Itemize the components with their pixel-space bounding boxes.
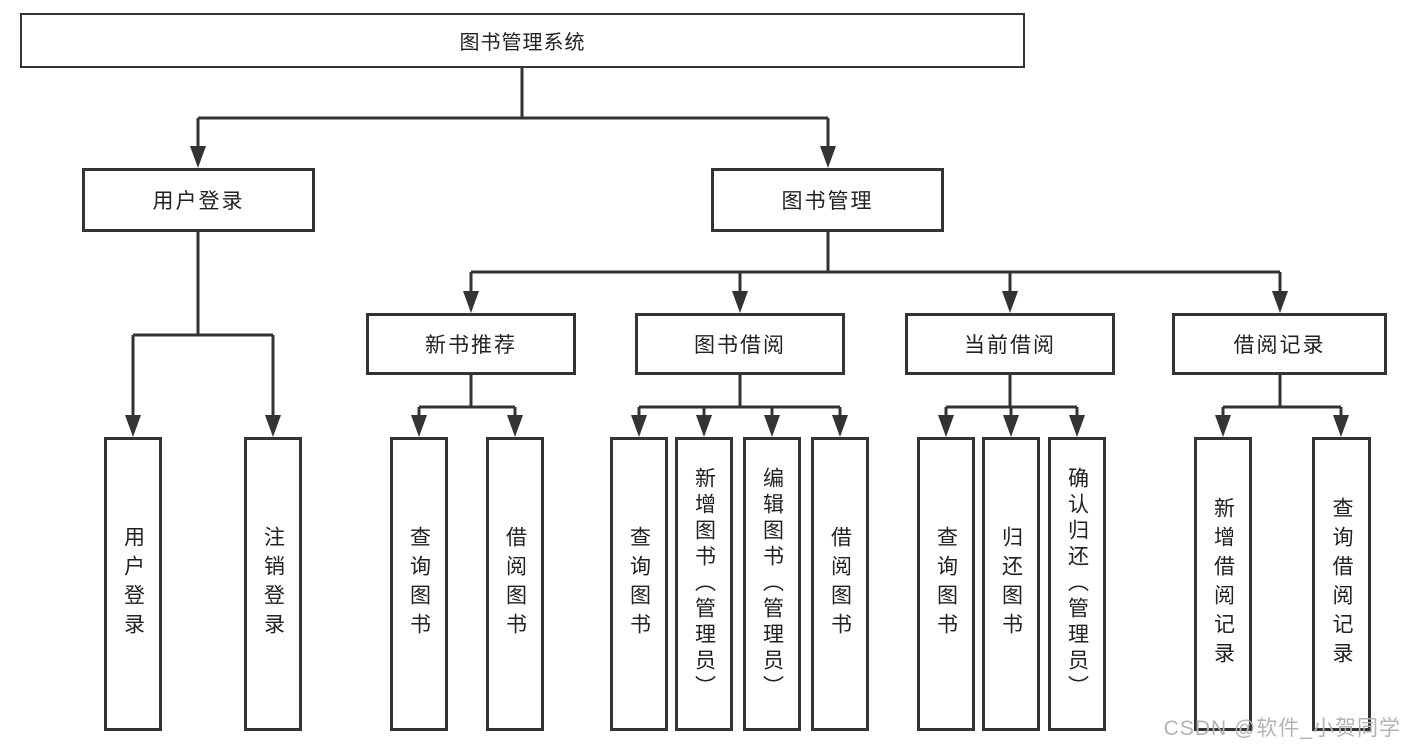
connector-new-book-split — [417, 375, 517, 420]
node-user-login-group-label: 用户登录 — [152, 190, 245, 213]
arrow-down-icon — [125, 415, 141, 437]
connector-current-borrow-split — [944, 375, 1079, 420]
leaf-query-books-current-label: 查询图书 — [934, 526, 958, 642]
node-book-borrow-label: 图书借阅 — [694, 334, 786, 357]
arrow-down-icon — [1003, 415, 1019, 437]
node-user-login-group: 用户登录 — [82, 168, 315, 232]
arrow-down-icon — [1272, 291, 1288, 313]
node-borrow-records: 借阅记录 — [1172, 313, 1387, 375]
leaf-query-books-borrow-label: 查询图书 — [627, 526, 651, 642]
node-new-book-recommend-label: 新书推荐 — [425, 334, 517, 357]
connector-user-login-split — [131, 232, 275, 420]
leaf-add-books-admin: 新增图书（管理员） — [675, 437, 733, 731]
node-root-label: 图书管理系统 — [459, 32, 586, 54]
node-book-management: 图书管理 — [711, 168, 944, 232]
leaf-borrow-books-recommend: 借阅图书 — [486, 437, 544, 731]
node-book-management-label: 图书管理 — [781, 190, 874, 213]
leaf-query-borrow-record-label: 查询借阅记录 — [1330, 497, 1353, 671]
leaf-user-login-label: 用户登录 — [121, 526, 145, 642]
arrow-down-icon — [190, 146, 206, 168]
leaf-user-login: 用户登录 — [104, 437, 162, 731]
connector-book-mgmt-split — [469, 232, 1282, 295]
node-new-book-recommend: 新书推荐 — [366, 313, 576, 375]
arrow-down-icon — [696, 415, 712, 437]
leaf-query-books-current: 查询图书 — [917, 437, 975, 731]
node-borrow-records-label: 借阅记录 — [1233, 334, 1326, 357]
node-root: 图书管理系统 — [20, 13, 1025, 68]
arrow-down-icon — [732, 291, 748, 313]
csdn-watermark: CSDN @软件_小贺同学 — [1163, 717, 1401, 740]
leaf-add-books-admin-label: 新增图书（管理员） — [692, 467, 716, 701]
arrow-down-icon — [1333, 415, 1349, 437]
leaf-edit-books-admin-label: 编辑图书（管理员） — [760, 467, 784, 701]
connector-root-split — [196, 68, 830, 150]
leaf-confirm-return-admin-label: 确认归还（管理员） — [1065, 467, 1089, 701]
leaf-query-books-recommend: 查询图书 — [390, 437, 448, 731]
leaf-add-borrow-record: 新增借阅记录 — [1194, 437, 1252, 731]
arrow-down-icon — [1215, 415, 1231, 437]
arrow-down-icon — [938, 415, 954, 437]
leaf-edit-books-admin: 编辑图书（管理员） — [743, 437, 801, 731]
node-current-borrow-label: 当前借阅 — [964, 334, 1056, 357]
leaf-borrow-books-recommend-label: 借阅图书 — [503, 526, 527, 642]
arrow-down-icon — [764, 415, 780, 437]
connector-borrow-records-split — [1221, 375, 1343, 420]
leaf-query-books-recommend-label: 查询图书 — [407, 526, 431, 642]
leaf-return-books: 归还图书 — [982, 437, 1040, 731]
leaf-query-books-borrow: 查询图书 — [610, 437, 668, 731]
leaf-borrow-books-label: 借阅图书 — [828, 526, 852, 642]
leaf-confirm-return-admin: 确认归还（管理员） — [1048, 437, 1106, 731]
arrow-down-icon — [265, 415, 281, 437]
leaf-logout: 注销登录 — [244, 437, 302, 731]
arrow-down-icon — [820, 146, 836, 168]
arrow-down-icon — [631, 415, 647, 437]
leaf-query-borrow-record: 查询借阅记录 — [1312, 437, 1371, 731]
arrow-down-icon — [411, 415, 427, 437]
leaf-borrow-books: 借阅图书 — [811, 437, 869, 731]
leaf-logout-label: 注销登录 — [261, 526, 285, 642]
connector-book-borrow-split — [637, 375, 842, 420]
arrowheads — [125, 146, 1349, 437]
arrow-down-icon — [507, 415, 523, 437]
leaf-add-borrow-record-label: 新增借阅记录 — [1211, 497, 1235, 671]
node-book-borrow: 图书借阅 — [635, 313, 845, 375]
arrow-down-icon — [463, 291, 479, 313]
leaf-return-books-label: 归还图书 — [999, 526, 1023, 642]
arrow-down-icon — [1002, 291, 1018, 313]
arrow-down-icon — [1069, 415, 1085, 437]
arrow-down-icon — [832, 415, 848, 437]
node-current-borrow: 当前借阅 — [905, 313, 1115, 375]
